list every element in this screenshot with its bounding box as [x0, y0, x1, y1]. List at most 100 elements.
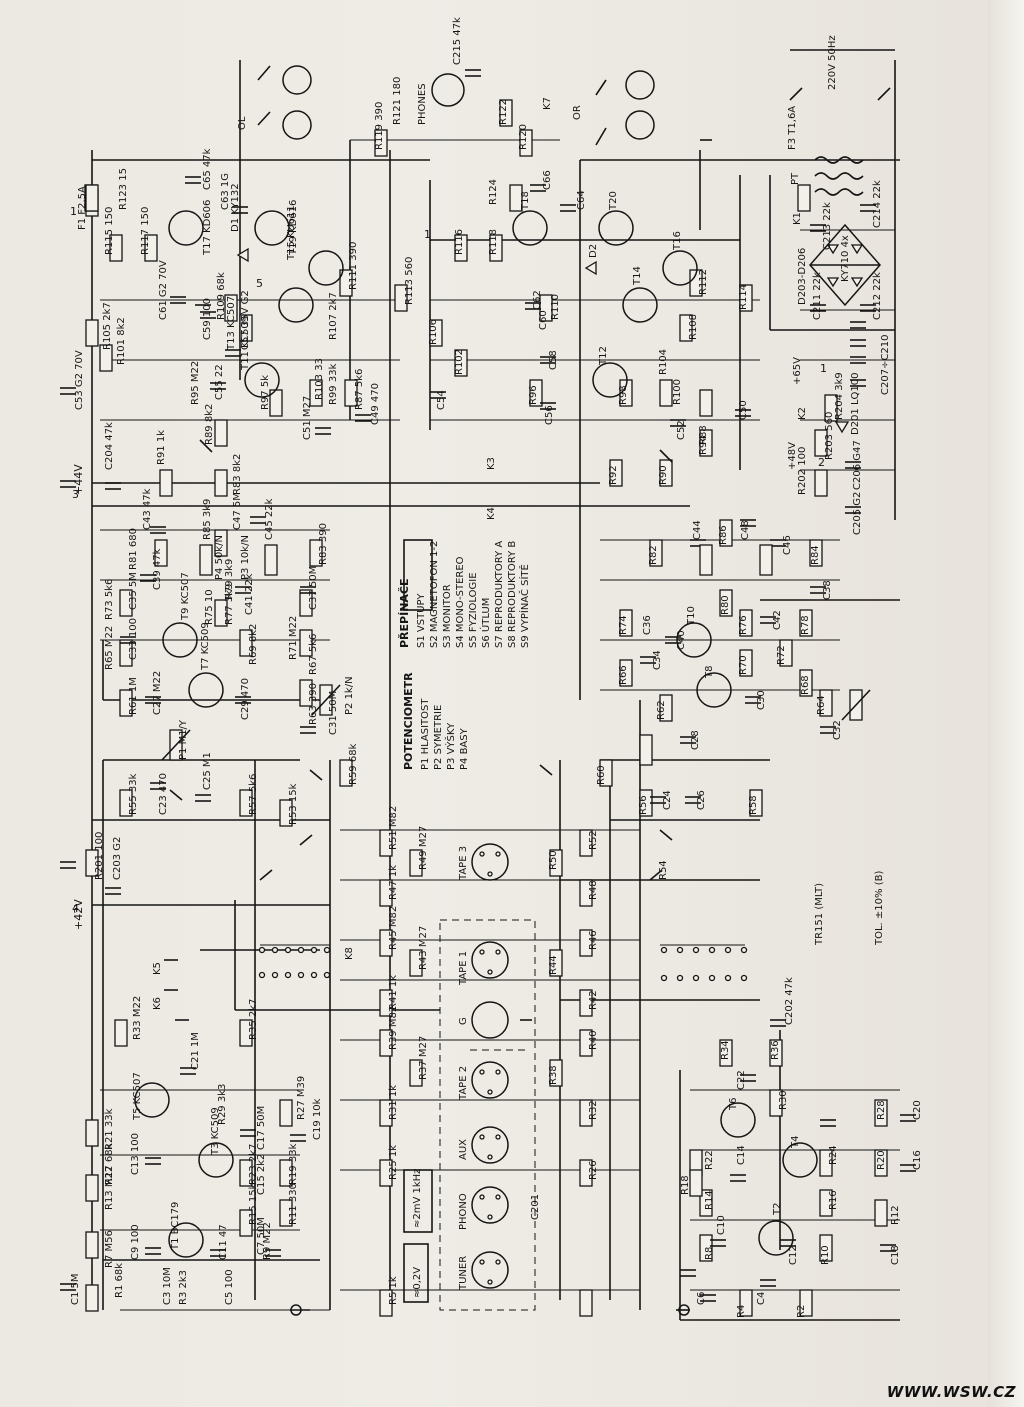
- component-label: R11 330: [288, 1183, 299, 1225]
- component-label: C44: [692, 520, 703, 540]
- schematic-mark: [479, 1194, 485, 1200]
- connector-tape3: TAPE 3: [458, 846, 469, 881]
- schematic-mark: [826, 244, 840, 255]
- schematic-mark: [264, 544, 278, 576]
- legend-switch-7: S7 REPRODUKTORY A: [494, 541, 505, 648]
- schematic-mark: [239, 629, 253, 657]
- schematic-mark: [699, 429, 713, 457]
- component-label: C35 5M: [128, 572, 139, 610]
- resistors: [85, 129, 423, 1317]
- note-capacitors: TOL. ±10% (B): [874, 871, 885, 946]
- component-label: R107 2k7: [328, 292, 339, 340]
- level-boxes: [403, 539, 433, 1303]
- schematic-mark: [471, 1186, 509, 1224]
- schematic-mark: [659, 694, 673, 722]
- schematic-mark: [323, 946, 331, 954]
- schematic-mark: [689, 269, 703, 297]
- component-label: R22: [704, 1150, 715, 1170]
- schematic-mark: [749, 789, 763, 817]
- schematic-mark: [310, 971, 318, 979]
- schematic-mark: [799, 609, 813, 637]
- schematic-mark: [271, 946, 279, 954]
- schematic-mark: [649, 539, 663, 567]
- schematic-mark: [841, 689, 871, 721]
- component-label: R74: [618, 615, 629, 635]
- legend-pot-2: P2 SYMETRIE: [433, 705, 444, 770]
- schematic-mark: [724, 974, 732, 982]
- component-label: R15 15k: [248, 1183, 259, 1225]
- schematic-mark: [678, 1304, 690, 1316]
- component-label: R75 10: [204, 589, 215, 625]
- schematic-mark: [592, 362, 628, 398]
- schematic-mark: [134, 1082, 170, 1118]
- component-label: R57 5k6: [248, 774, 259, 815]
- connector-tape2: TAPE 2: [458, 1066, 469, 1101]
- component-label: R40: [588, 1030, 599, 1050]
- component-label: C55 22: [214, 364, 225, 400]
- schematic-mark: [278, 287, 314, 323]
- component-label: C206 G47: [852, 440, 863, 490]
- schematic-mark: [819, 689, 833, 717]
- component-label: R118: [488, 229, 499, 255]
- component-label: R120: [518, 124, 529, 150]
- schematic-mark: [495, 1259, 501, 1265]
- schematic-mark: [487, 871, 493, 877]
- schematic-mark: [379, 1159, 393, 1187]
- component-label: R102: [454, 349, 465, 375]
- component-label: R119 390: [374, 102, 385, 150]
- schematic-mark: [188, 672, 224, 708]
- component-label: P1 M1/Y: [178, 719, 189, 760]
- schematic-mark: [119, 639, 133, 667]
- component-label: R56: [638, 795, 649, 815]
- schematic-mark: [119, 689, 133, 717]
- schematic-mark: [814, 188, 864, 196]
- schematic-mark: [379, 929, 393, 957]
- schematic-mark: [439, 919, 536, 1311]
- component-label: R29 3k3: [217, 1084, 228, 1125]
- schematic-mark: [625, 110, 655, 140]
- schematic-mark: [471, 1251, 509, 1289]
- schematic-mark: [759, 544, 773, 576]
- component-label: C45 22k: [264, 498, 275, 540]
- component-label: C6: [696, 1292, 707, 1305]
- component-label: R83 390: [318, 523, 329, 565]
- component-label: K8: [344, 947, 355, 960]
- schematic-mark: [311, 684, 341, 716]
- component-label: C213 22k: [822, 202, 833, 250]
- component-label: R5 1k: [388, 1276, 399, 1305]
- component-label: R121 180: [392, 77, 403, 125]
- component-label: R42: [588, 990, 599, 1010]
- connector-aux: AUX: [458, 1139, 469, 1160]
- component-label: R9 M22: [262, 1222, 273, 1260]
- connector-phono: PHONO: [458, 1193, 469, 1230]
- schematic-mark: [739, 284, 753, 312]
- legend-switch-4: S4 MONO-STEREO: [455, 556, 466, 648]
- schematic-mark: [740, 946, 748, 954]
- component-label: R27 M39: [296, 1076, 307, 1120]
- level-phono: ≈2mV 1kHz: [412, 1169, 423, 1228]
- component-label: R114: [738, 284, 749, 310]
- component-label: R116: [454, 229, 465, 255]
- component-label: C9 100: [130, 1224, 141, 1260]
- component-label: C66: [542, 170, 553, 190]
- schematic-mark: [85, 1119, 99, 1147]
- schematic-mark: [495, 1069, 501, 1075]
- component-label: C18: [890, 1245, 901, 1265]
- component-label: OL: [237, 116, 248, 130]
- component-label: C4: [756, 1292, 767, 1305]
- schematic-mark: [431, 73, 465, 107]
- component-label: R109 68k: [216, 272, 227, 320]
- schematic-mark: [579, 1159, 593, 1187]
- component-label: C61 G2 70V: [158, 260, 169, 320]
- component-label: T12: [598, 346, 609, 366]
- component-label: R3 2k3: [178, 1270, 189, 1305]
- component-label: R23 2k7: [248, 1144, 259, 1185]
- component-label: R82: [648, 545, 659, 565]
- led-d201: D201 LQ100: [850, 373, 861, 436]
- component-label: R70: [738, 655, 749, 675]
- component-label: R69 8k2: [248, 624, 259, 665]
- transistors: [134, 210, 818, 1258]
- component-label: R86: [718, 525, 729, 545]
- component-label: R112: [698, 269, 709, 295]
- component-label: R2: [796, 1305, 807, 1318]
